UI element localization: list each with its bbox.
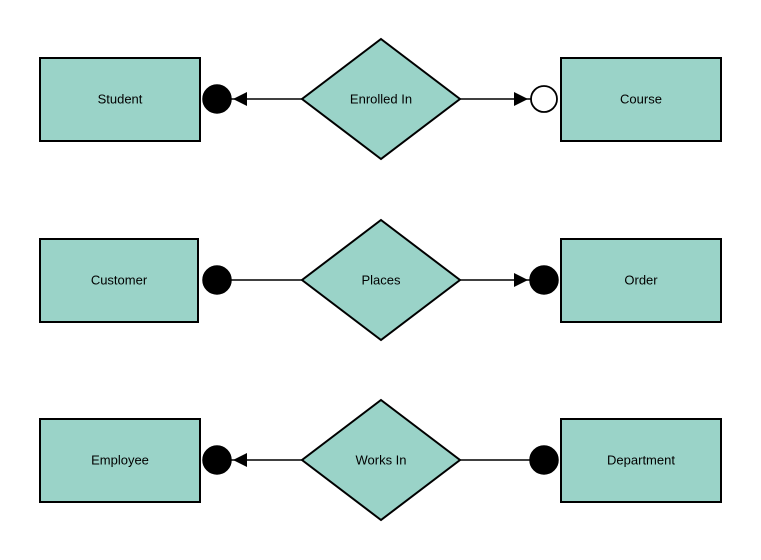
entity-label-department: Department [607, 452, 675, 467]
entity-label-course: Course [620, 91, 662, 106]
cardinality-many-student[interactable] [202, 84, 232, 114]
relationship-row-places: Customer Places Order [39, 218, 722, 342]
arrowhead-right-order [514, 273, 528, 287]
relationship-diamond-works-in[interactable] [300, 398, 462, 522]
relationship-label-places: Places [361, 272, 401, 287]
entity-label-order: Order [624, 272, 658, 287]
relationship-label-works-in: Works In [355, 452, 406, 467]
relationship-row-enrolled-in: Student Enrolled In Course [39, 37, 722, 161]
entity-label-employee: Employee [91, 452, 149, 467]
entity-box-course[interactable] [560, 57, 722, 142]
relationship-diamond-places[interactable] [300, 218, 462, 342]
cardinality-many-employee[interactable] [202, 445, 232, 475]
entity-box-order[interactable] [560, 238, 722, 323]
entity-box-employee[interactable] [39, 418, 201, 503]
relationship-label-enrolled-in: Enrolled In [350, 91, 412, 106]
arrowhead-left-student [233, 92, 247, 106]
entity-label-customer: Customer [91, 272, 148, 287]
cardinality-one-course[interactable] [530, 85, 558, 113]
relationship-row-works-in: Employee Works In Department [39, 398, 722, 522]
arrowhead-right-course [514, 92, 528, 106]
arrowhead-left-employee [233, 453, 247, 467]
entity-box-student[interactable] [39, 57, 201, 142]
cardinality-many-customer[interactable] [202, 265, 232, 295]
cardinality-many-order[interactable] [529, 265, 559, 295]
entity-box-customer[interactable] [39, 238, 199, 323]
entity-box-department[interactable] [560, 418, 722, 503]
relationship-diamond-enrolled-in[interactable] [300, 37, 462, 161]
entity-label-student: Student [98, 91, 143, 106]
cardinality-many-department[interactable] [529, 445, 559, 475]
